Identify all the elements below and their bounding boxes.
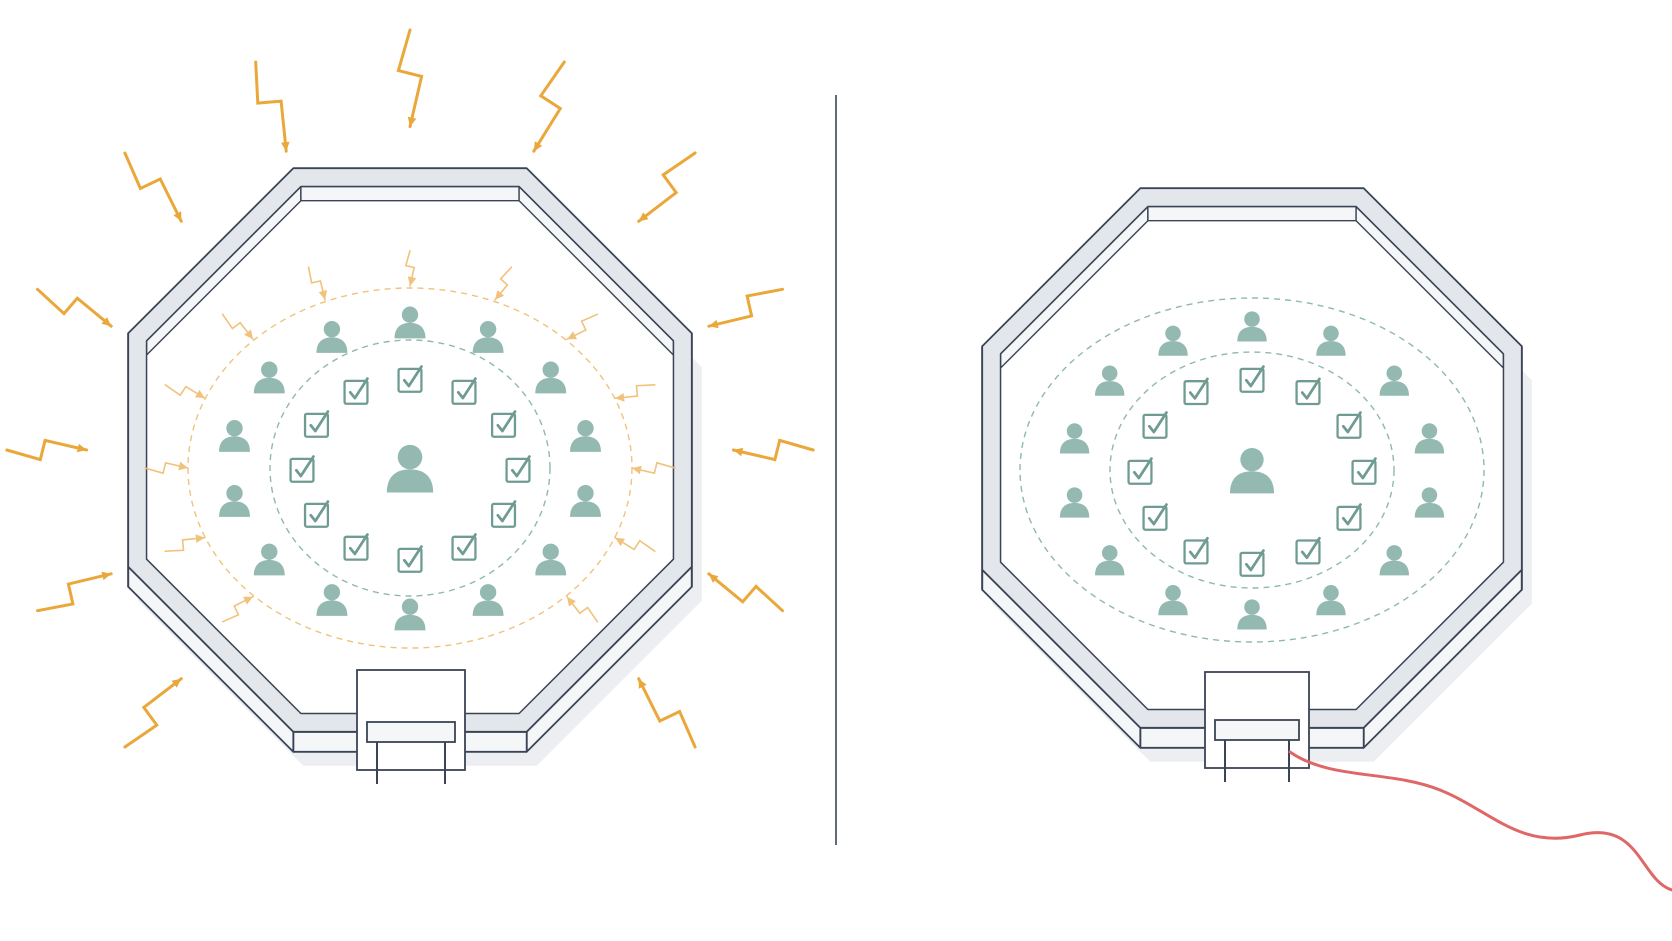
incoming-arrow-head <box>632 465 642 475</box>
incoming-arrow <box>221 313 254 341</box>
incoming-arrow-head <box>567 596 576 607</box>
lightning-bolt-icon-head <box>171 678 182 688</box>
incoming-arrow-head <box>615 393 625 402</box>
exposed-room-panel <box>5 28 815 784</box>
inner-wall-face <box>518 185 674 356</box>
lightning-bolt-icon <box>5 438 89 462</box>
incoming-arrow-head <box>178 461 188 471</box>
incoming-arrow <box>404 249 416 287</box>
incoming-arrow <box>631 461 676 475</box>
lightning-bolt-icon <box>707 287 784 328</box>
incoming-arrow <box>144 461 189 475</box>
incoming-arrow-head <box>407 276 417 286</box>
outer-ring <box>1019 297 1485 643</box>
lightning-bolt-icon-head <box>101 317 112 327</box>
lightning-bolt-icon <box>532 60 566 153</box>
enclosed-room-panel <box>981 187 1672 892</box>
lightning-bolt-icon-head <box>708 319 719 329</box>
incoming-arrow-head <box>615 537 625 547</box>
lightning-bolt-icon <box>637 151 697 223</box>
incoming-arrow-head <box>195 389 205 399</box>
lightning-bolt-icon-head <box>76 443 87 453</box>
table-icon <box>366 721 456 743</box>
inner-wall-face <box>300 185 520 202</box>
table-icon <box>1214 719 1300 741</box>
inner-ring <box>1109 351 1395 589</box>
lightning-bolt-icon-head <box>101 571 112 581</box>
lightning-bolt-icon-head <box>281 141 290 152</box>
incoming-arrow-head <box>567 331 577 340</box>
lightning-bolt-icon <box>396 28 424 129</box>
lightning-bolt-icon <box>707 572 784 613</box>
lightning-bolt-icon-head <box>533 141 543 152</box>
incoming-arrow <box>566 313 599 341</box>
lightning-bolt-icon-head <box>733 447 744 457</box>
lightning-bolt-icon <box>36 287 113 328</box>
lightning-bolt-icon-head <box>638 212 649 222</box>
lightning-bolt-icon-head <box>708 573 719 583</box>
incoming-arrow-head <box>244 329 253 340</box>
incoming-arrow-head <box>495 290 505 300</box>
inner-wall-face <box>1147 205 1357 222</box>
doorway-frame <box>356 669 466 771</box>
lightning-bolt-icon <box>637 677 697 749</box>
inner-ring <box>269 339 551 597</box>
incoming-arrow-head <box>195 534 205 543</box>
lightning-bolt-icon-head <box>173 211 182 222</box>
lightning-bolt-icon <box>36 572 113 613</box>
incoming-arrow-head <box>318 290 328 300</box>
incoming-arrow <box>566 595 599 623</box>
lightning-bolt-icon <box>254 60 288 153</box>
incoming-arrow <box>494 266 513 301</box>
incoming-arrow-head <box>243 596 253 605</box>
cable-icon <box>1288 750 1672 892</box>
incoming-arrow <box>614 536 656 553</box>
incoming-arrow <box>164 383 206 400</box>
lightning-bolt-icon <box>123 151 183 223</box>
lightning-bolt-icon <box>123 677 183 749</box>
incoming-arrow <box>614 383 656 400</box>
incoming-arrow <box>221 595 254 623</box>
lightning-bolt-icon-head <box>638 678 647 689</box>
incoming-arrow <box>164 536 206 553</box>
incoming-arrow <box>307 266 326 301</box>
lightning-bolt-icon <box>731 438 815 462</box>
lightning-bolt-icon-head <box>407 116 417 127</box>
inner-wall-face <box>1355 205 1505 369</box>
